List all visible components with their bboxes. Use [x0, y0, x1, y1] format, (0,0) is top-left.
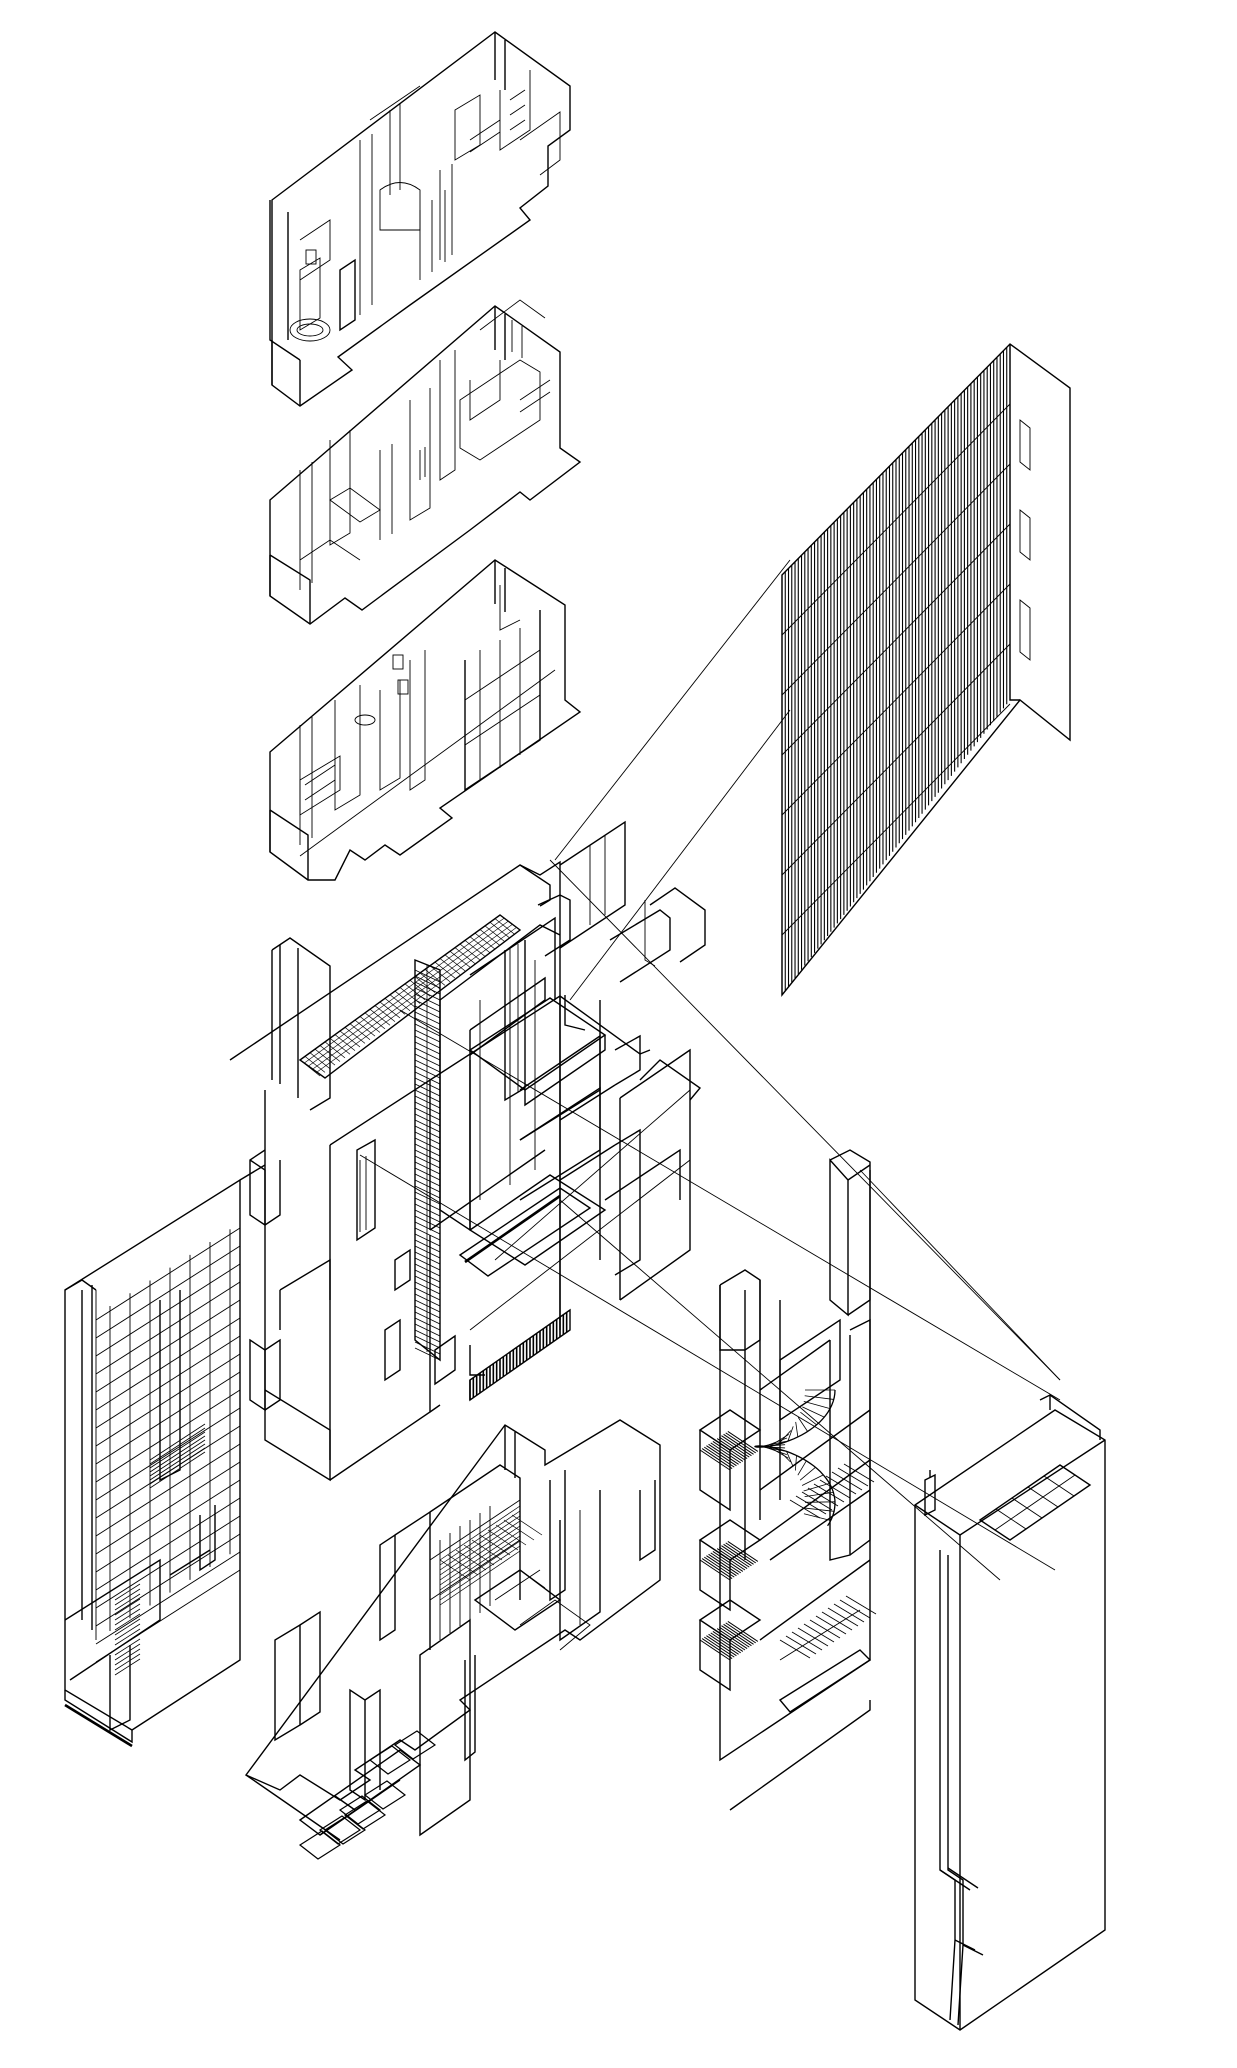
slatted-screen-panel: [781, 343, 1071, 997]
stair-tower: [698, 1149, 877, 1811]
left-facade-wall: [64, 1164, 266, 1748]
hatched-beams: [298, 914, 522, 1362]
floor-slabs: [439, 887, 1001, 1581]
upper-floor-plan: [269, 31, 571, 407]
right-side-wall: [914, 1394, 1106, 2031]
lower-floor-plan: [269, 559, 582, 881]
construction-lines: [299, 559, 1061, 1571]
ground-floor-plan: [244, 1419, 661, 1860]
middle-floor-plan: [269, 299, 582, 625]
